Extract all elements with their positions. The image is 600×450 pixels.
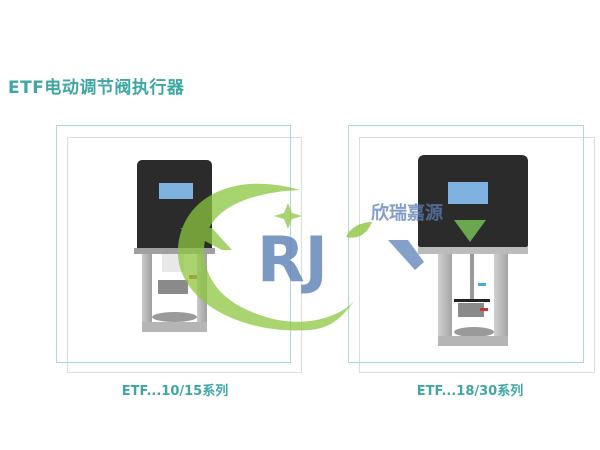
- actuator-image-large: [418, 155, 528, 350]
- stem-clamp: [158, 280, 188, 294]
- green-triangle-indicator: [454, 220, 486, 242]
- indicator-black: [454, 299, 490, 302]
- yoke-ring: [152, 312, 197, 322]
- stem-clamp: [458, 303, 484, 317]
- actuator-housing: [137, 160, 212, 250]
- indicator-blue: [478, 283, 486, 286]
- stem: [470, 254, 474, 299]
- yoke-base: [438, 336, 508, 346]
- yoke-base: [142, 322, 207, 332]
- indicator-red: [480, 308, 488, 311]
- lcd-display: [448, 182, 488, 204]
- panel-frame-back: [359, 137, 595, 373]
- stem-connector: [162, 254, 184, 272]
- indicator-red: [189, 275, 197, 279]
- lcd-display: [159, 183, 193, 199]
- page-title: ETF电动调节阀执行器: [8, 78, 185, 98]
- pillar-right: [494, 254, 508, 336]
- yoke-ring: [454, 327, 494, 337]
- product-caption-left: ETF...10/15系列: [121, 384, 229, 399]
- pillar-left: [142, 254, 152, 326]
- base-plate: [418, 247, 528, 254]
- product-caption-right: ETF...18/30系列: [416, 384, 524, 399]
- actuator-image-small: [125, 160, 215, 335]
- pillar-right: [197, 254, 207, 326]
- pillar-left: [438, 254, 452, 336]
- base-plate: [134, 248, 215, 254]
